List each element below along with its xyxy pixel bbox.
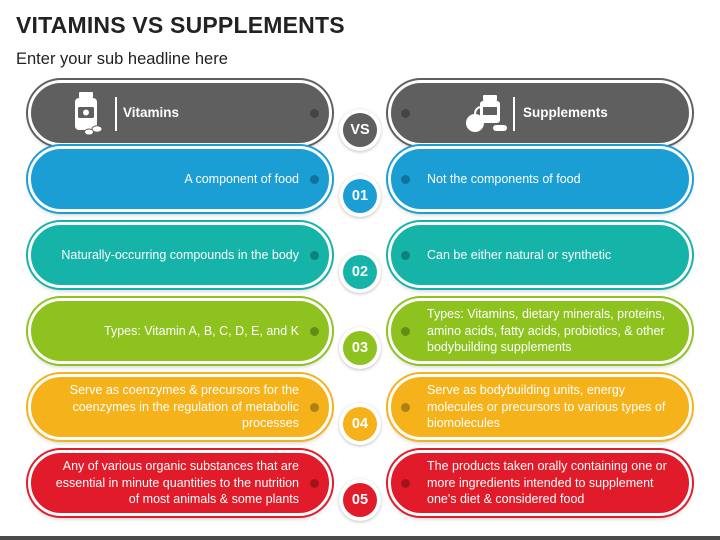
vitamins-text: A component of food	[184, 171, 299, 186]
supplements-cell: Not the components of food	[388, 146, 692, 212]
supplements-cell: Can be either natural or synthetic	[388, 222, 692, 288]
number-badge: 03	[339, 327, 381, 369]
supplements-text: The products taken orally containing one…	[427, 459, 667, 507]
vitamins-header-pill: Vitamins	[28, 80, 332, 146]
connector-dot	[310, 402, 319, 412]
supplements-text: Serve as bodybuilding units, energy mole…	[427, 383, 666, 431]
header-separator	[115, 97, 117, 131]
connector-dot	[401, 108, 410, 118]
connector-dot	[401, 402, 410, 412]
comparison-row: Serve as coenzymes & precursors for the …	[28, 374, 692, 445]
supplements-text: Not the components of food	[427, 171, 581, 186]
connector-dot	[310, 478, 319, 488]
connector-dot	[401, 478, 410, 488]
supplements-header-pill: Supplements	[388, 80, 692, 146]
supplements-cell: Types: Vitamins, dietary minerals, prote…	[388, 298, 692, 364]
comparison-row: Naturally-occurring compounds in the bod…	[28, 222, 692, 293]
header-separator	[513, 97, 515, 131]
connector-dot	[310, 108, 319, 118]
vitamins-cell: A component of food	[28, 146, 332, 212]
vitamins-text: Naturally-occurring compounds in the bod…	[61, 247, 299, 262]
connector-dot	[401, 174, 410, 184]
supplements-cell: Serve as bodybuilding units, energy mole…	[388, 374, 692, 440]
supplements-text: Types: Vitamins, dietary minerals, prote…	[427, 307, 666, 355]
supplements-text: Can be either natural or synthetic	[427, 247, 612, 262]
number-badge: 01	[339, 175, 381, 217]
supplements-label: Supplements	[523, 104, 608, 120]
vitamins-cell: Naturally-occurring compounds in the bod…	[28, 222, 332, 288]
vitamins-cell: Any of various organic substances that a…	[28, 450, 332, 516]
connector-dot	[310, 326, 319, 336]
vitamins-label: Vitamins	[123, 104, 180, 120]
vitamins-text: Types: Vitamin A, B, C, D, E, and K	[104, 323, 299, 338]
number-badge: 05	[339, 479, 381, 521]
connector-dot	[401, 326, 410, 336]
vitamin-bottle-icon	[71, 91, 105, 142]
number-badge: 02	[339, 251, 381, 293]
page-subtitle: Enter your sub headline here	[16, 50, 228, 68]
page-title: VITAMINS VS SUPPLEMENTS	[16, 12, 345, 38]
vitamins-cell: Types: Vitamin A, B, C, D, E, and K	[28, 298, 332, 364]
vitamins-cell: Serve as coenzymes & precursors for the …	[28, 374, 332, 440]
comparison-row: A component of food Not the components o…	[28, 146, 692, 217]
vs-badge: VS	[339, 109, 381, 151]
supplements-cell: The products taken orally containing one…	[388, 450, 692, 516]
connector-dot	[401, 250, 410, 260]
number-badge: 04	[339, 403, 381, 445]
vitamins-text: Serve as coenzymes & precursors for the …	[69, 383, 299, 431]
supplements-icon	[463, 91, 511, 142]
comparison-row: Any of various organic substances that a…	[28, 450, 692, 521]
connector-dot	[310, 174, 319, 184]
vitamins-text: Any of various organic substances that a…	[55, 459, 299, 507]
bottom-bar	[0, 536, 720, 540]
comparison-row: Types: Vitamin A, B, C, D, E, and K Type…	[28, 298, 692, 369]
connector-dot	[310, 250, 319, 260]
header-row: Vitamins Supplements VS	[28, 80, 692, 151]
